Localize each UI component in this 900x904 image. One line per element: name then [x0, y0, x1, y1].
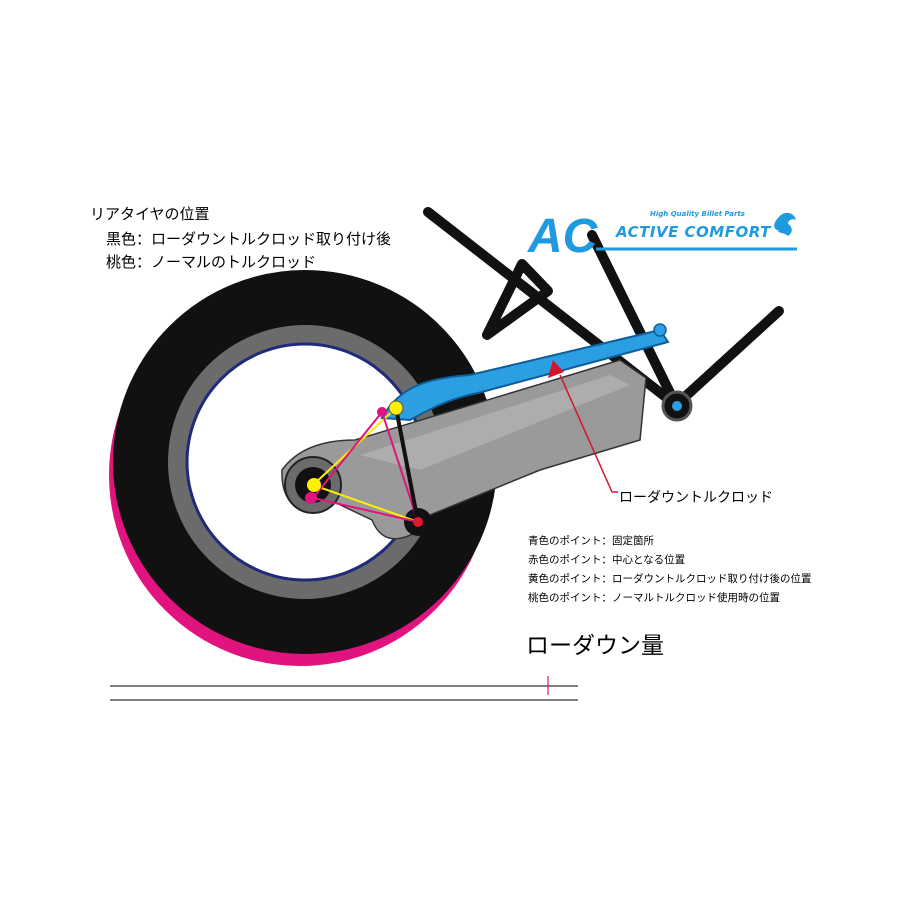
legend-pink-line: 桃色：ノーマルのトルクロッド: [106, 253, 317, 271]
key-normal-point: 桃色のポイント：ノーマルトルクロッド使用時の位置: [528, 592, 780, 604]
legend-black-line: 黒色：ローダウントルクロッド取り付け後: [106, 230, 392, 248]
brand-logo: AC: [527, 210, 797, 263]
normal-point-axle: [305, 492, 317, 504]
normal-point-top: [377, 407, 387, 417]
callout-arrow-line: [559, 374, 613, 493]
fixed-point: [672, 401, 682, 411]
after-point-top: [388, 400, 404, 416]
brand-mascot-icon: [774, 212, 796, 236]
legend-title: リアタイヤの位置: [90, 205, 210, 223]
key-center-point: 赤色のポイント：中心となる位置: [528, 554, 686, 566]
key-fixed-point: 青色のポイント：固定箇所: [528, 535, 654, 547]
callout-arrowhead: [548, 360, 564, 378]
lowdown-amount-label: ローダウン量: [526, 633, 664, 659]
brand-name: ACTIVE COMFORT: [616, 223, 771, 241]
brand-logo-letters: AC: [527, 210, 599, 263]
fixed-point-rod: [653, 323, 667, 337]
key-after-point: 黄色のポイント：ローダウントルクロッド取り付け後の位置: [528, 573, 812, 585]
torque-rod-label: ローダウントルクロッド: [619, 490, 773, 506]
center-point: [413, 517, 423, 527]
linkage-lines: [311, 407, 420, 524]
brand-tagline: High Quality Billet Parts: [650, 210, 745, 218]
swingarm-shading: [360, 375, 630, 470]
after-point-axle: [307, 478, 321, 492]
